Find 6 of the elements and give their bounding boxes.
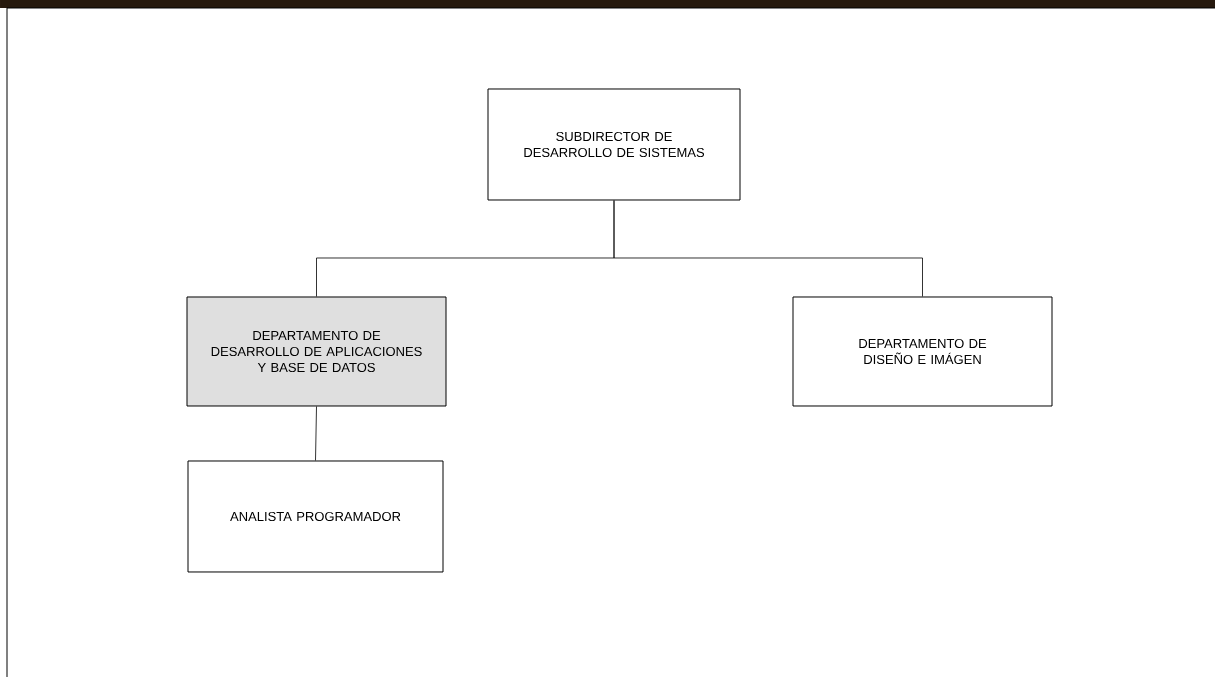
org-box: SUBDIRECTOR DE DESARROLLO DE SISTEMAS — [487, 88, 741, 201]
org-box: DEPARTAMENTO DE DESARROLLO DE APLICACIONES Y BASE DE DATOS — [186, 296, 447, 407]
org-box: ANALISTA PROGRAMADOR — [187, 460, 444, 573]
connector-line — [613, 200, 923, 297]
org-box: DEPARTAMENTO DE DISEÑO E IMÁGEN — [792, 296, 1053, 407]
connector-line — [315, 406, 317, 461]
